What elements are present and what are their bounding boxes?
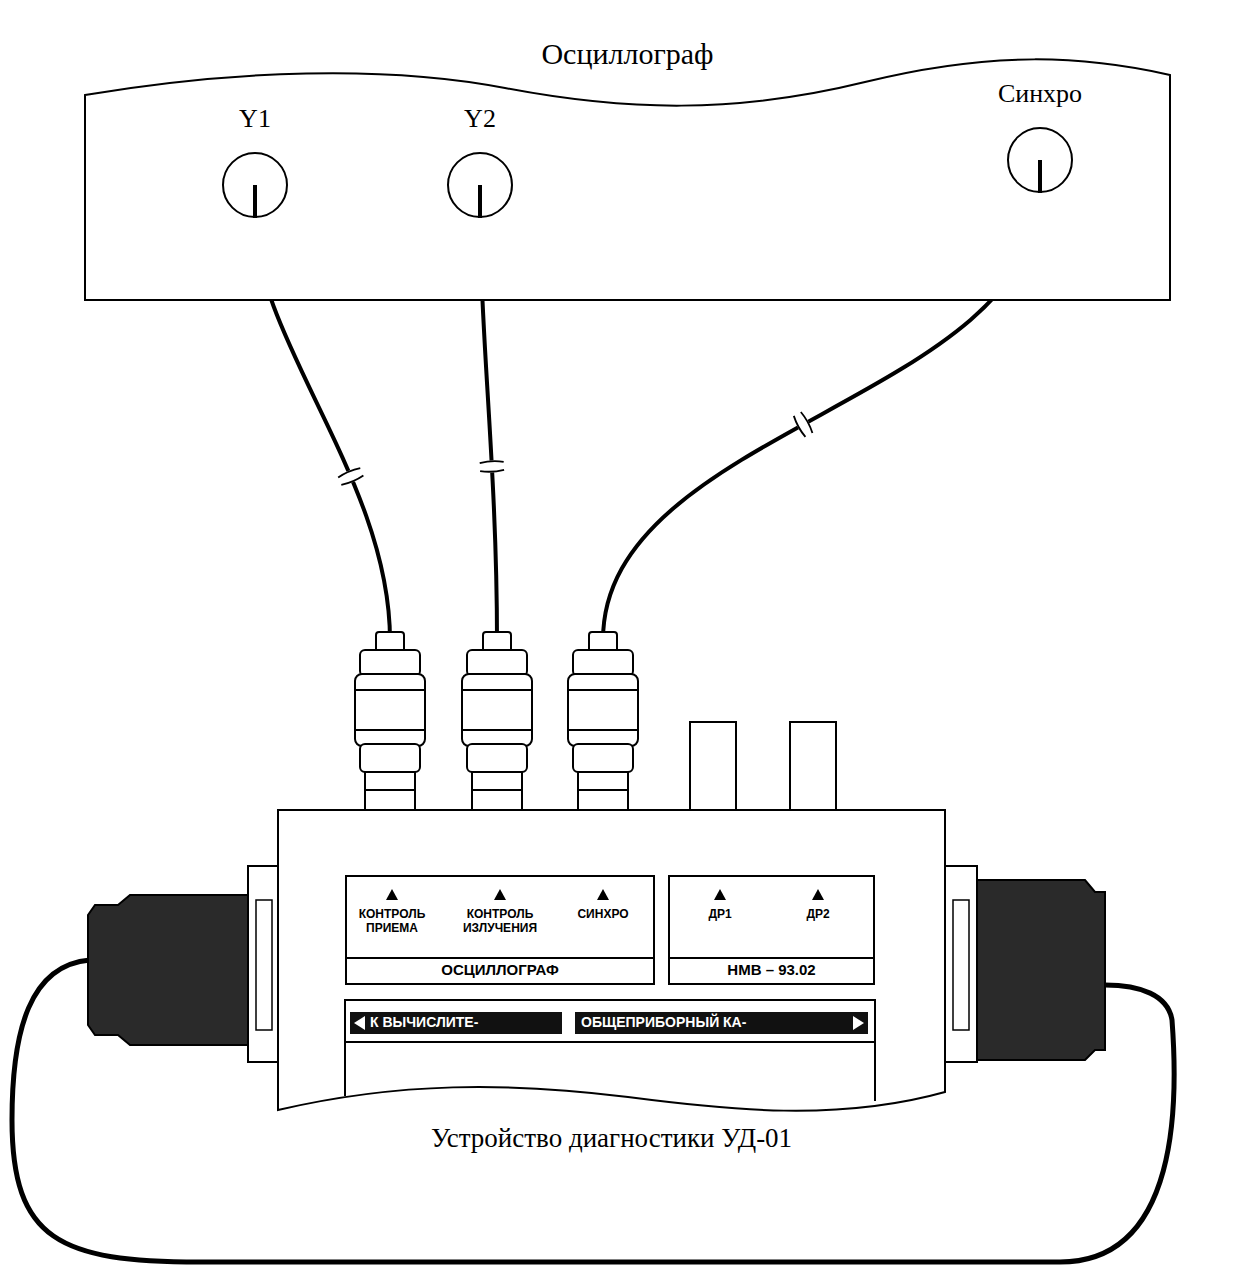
connector-frame	[248, 866, 280, 1062]
separator-line	[347, 957, 653, 959]
band-arrow	[853, 1016, 864, 1030]
device-body	[278, 810, 945, 1111]
pointer-triangle	[597, 889, 609, 900]
cable-end	[1038, 160, 1042, 193]
cable-break-mark	[480, 461, 504, 463]
cable-break-mark	[341, 475, 363, 484]
pointer-triangle	[386, 889, 398, 900]
label-text: Устройство диагностики УД-01	[278, 1122, 945, 1154]
jack-circle	[223, 153, 287, 217]
bnc-connector	[355, 632, 425, 810]
cable-break-gap	[798, 422, 809, 428]
pointer-triangle	[494, 889, 506, 900]
direction-band: К ВЫЧИСЛИТЕ-	[350, 1012, 562, 1034]
pointer-triangle	[812, 889, 824, 900]
cable-break-mark	[801, 412, 813, 433]
label-plate-lines	[345, 1000, 875, 1101]
bnc-connector	[568, 632, 638, 810]
cable-break-mark	[338, 468, 360, 477]
label-text: КОНТРОЛЬ ПРИЕМА	[359, 907, 426, 936]
cable-end	[253, 185, 257, 218]
sensor-socket-cap	[690, 722, 836, 810]
bnc-connector	[462, 632, 532, 810]
label-text: СИНХРО	[577, 907, 628, 921]
label-text: ДР1	[708, 907, 731, 921]
label-text: К ВЫЧИСЛИТЕ-	[370, 1014, 558, 1031]
label-text: Y1	[211, 103, 299, 134]
input-jack: Y1	[211, 103, 299, 218]
jack-circle	[448, 153, 512, 217]
label-text: НМВ – 93.02	[670, 961, 873, 979]
label-text: ОБЩЕПРИБОРНЫЙ КА-	[581, 1014, 846, 1031]
label-text: Синхро	[976, 78, 1104, 109]
label-text: Y2	[436, 103, 524, 134]
band-arrow	[354, 1016, 365, 1030]
cable-break-gap	[348, 471, 353, 482]
oscilloscope-panel: ОсциллографY1 Y2 Синхро	[85, 30, 1170, 305]
connector-frame	[945, 866, 977, 1062]
connector-hood	[975, 880, 1105, 1060]
oscilloscope-port-panel: КОНТРОЛЬ ПРИЕМА КОНТРОЛЬ ИЗЛУЧЕНИЯ СИНХРО О…	[345, 875, 655, 985]
label-text: ОСЦИЛЛОГРАФ	[347, 961, 653, 979]
jack-circle	[1008, 128, 1072, 192]
label-text: ДР2	[806, 907, 829, 921]
direction-band: ОБЩЕПРИБОРНЫЙ КА-	[575, 1012, 868, 1034]
sensor-port-panel: ДР1 ДР2НМВ – 93.02	[668, 875, 875, 985]
input-jack: Y2	[436, 103, 524, 218]
connector-frame	[953, 900, 969, 1030]
device-outline	[278, 810, 945, 1170]
panel-outline-path	[85, 59, 1170, 300]
cable-break-mark	[794, 416, 806, 437]
label-text: КОНТРОЛЬ ИЗЛУЧЕНИЯ	[463, 907, 537, 936]
connector-frame	[256, 900, 272, 1030]
diagnostic-device: Устройство диагностики УД-01 КОНТРОЛЬ ПРИ…	[278, 810, 945, 1170]
cable-break-mark	[480, 470, 504, 472]
label-text: Осциллограф	[85, 36, 1170, 72]
separator-line	[670, 957, 873, 959]
sync-jack: Синхро	[976, 78, 1104, 193]
connector-hood	[88, 895, 248, 1045]
pointer-triangle	[714, 889, 726, 900]
cable-end	[478, 185, 482, 218]
